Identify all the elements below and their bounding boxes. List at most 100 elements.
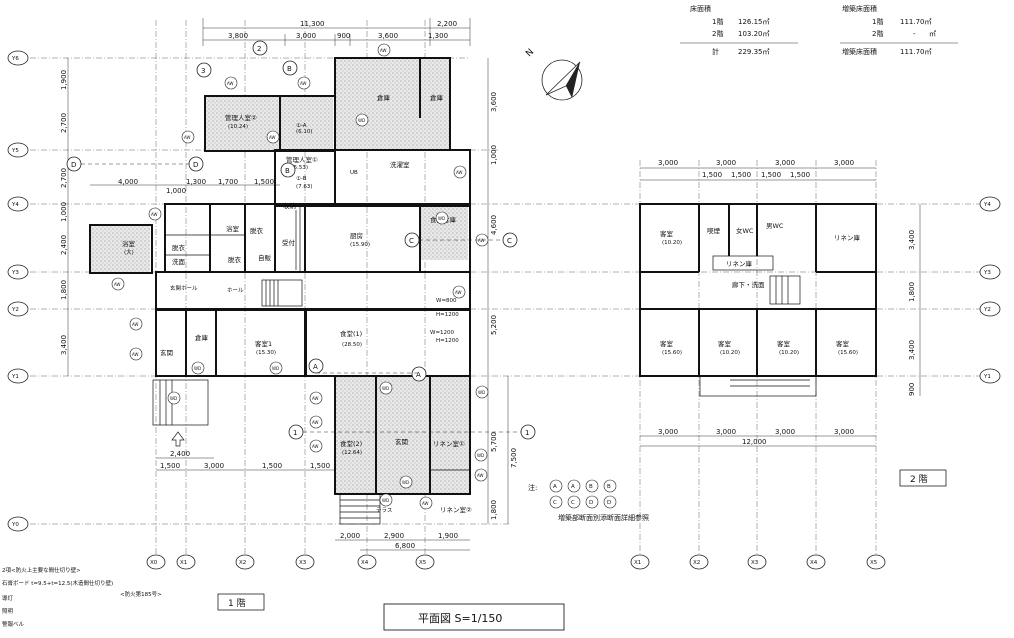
svg-text:3,000: 3,000 [716,159,736,167]
row-bubbles-left: Y6 Y5 Y4 Y3 Y2 Y1 Y0 [7,50,29,532]
floor1-inner-dimensions: 4,000 1,000 1,300 1,700 1,500 [90,178,280,195]
aw-marker: AW [419,496,433,510]
svg-text:浴室: 浴室 [226,224,240,233]
svg-text:AW: AW [184,135,191,140]
wd-marker: WD [435,211,449,225]
svg-text:脱衣: 脱衣 [228,255,242,264]
svg-text:男WC: 男WC [766,222,784,230]
svg-text:管理人室②: 管理人室② [225,113,257,122]
svg-text:4,000: 4,000 [118,178,138,186]
svg-text:<防火第185号>: <防火第185号> [120,590,162,598]
svg-text:WD: WD [477,453,484,458]
svg-text:食堂(2): 食堂(2) [340,439,362,448]
svg-text:(12.64): (12.64) [342,450,362,456]
drawing-title: 平面図 S=1/150 [383,603,565,631]
svg-text:1,500: 1,500 [160,462,180,470]
aw-marker: AW [297,76,311,90]
svg-text:3: 3 [201,67,205,75]
svg-text:X5: X5 [870,560,878,566]
svg-text:WD: WD [438,216,445,221]
floor-area-row-1-value: 126.15㎡ [738,18,770,26]
svg-text:玄関: 玄関 [160,348,173,357]
svg-text:客室: 客室 [836,339,850,348]
aw-marker: AW [377,43,391,57]
svg-text:X3: X3 [299,560,307,566]
ext-area-total-value: 111.70㎡ [900,48,932,56]
aw-marker: AW [309,415,323,429]
floor1-room-labels: 管理人室② (10.24) ①-A (6.10) 倉庫 倉庫 管理人室① (15… [122,93,472,514]
floor-area-row-2-value: 103.20㎡ [738,30,770,38]
legend: 2項<防火上主要な間仕切り壁> 石膏ボード t=9.5+t=12.5(木造間仕切… [2,566,162,628]
aw-marker: AW [452,285,466,299]
svg-text:D: D [71,161,76,169]
section-note: 注: A A B B C C D D 増築部断面別添断面詳細参照 [528,479,649,522]
aw-marker: AW [129,317,143,331]
svg-text:X1: X1 [180,560,187,566]
aw-marker: AW [111,277,125,291]
svg-text:AW: AW [114,282,121,287]
wd-marker: WD [269,361,283,375]
svg-text:(28.50): (28.50) [342,342,362,348]
svg-text:喫煙: 喫煙 [707,226,721,235]
svg-text:管理人室①: 管理人室① [286,155,318,164]
svg-text:AW: AW [478,238,485,243]
floor2-label: 2 階 [899,469,947,487]
svg-text:(15.53): (15.53) [288,165,308,171]
wd-marker: WD [191,361,205,375]
svg-text:Y2: Y2 [983,307,991,313]
svg-text:3,400: 3,400 [908,230,916,250]
svg-text:1,500: 1,500 [761,171,781,179]
svg-text:1,000: 1,000 [60,202,68,222]
svg-text:リネン室②: リネン室② [440,505,472,514]
svg-text:C: C [571,500,575,506]
svg-text:WD: WD [194,366,201,371]
wd-marker: WD [399,475,413,489]
svg-text:AW: AW [477,473,484,478]
aw-marker: AW [148,207,162,221]
svg-text:X4: X4 [810,560,818,566]
svg-text:AW: AW [312,420,319,425]
svg-text:W=800: W=800 [436,298,457,304]
svg-text:Y4: Y4 [11,202,19,208]
svg-text:玄関: 玄関 [395,437,408,446]
floor1-bottom-dimensions: 2,400 1,500 3,000 1,500 1,500 2,000 2,90… [156,450,470,551]
svg-text:D: D [607,500,611,506]
svg-text:AW: AW [456,170,463,175]
floor1-hatched-areas [90,58,470,494]
svg-text:1,300: 1,300 [186,178,206,186]
svg-text:注:: 注: [528,483,537,492]
svg-text:A: A [313,363,318,371]
svg-text:Y2: Y2 [11,307,19,313]
svg-text:(10.24): (10.24) [228,124,248,130]
svg-text:WD: WD [272,366,279,371]
section-marker-2: 2 [252,40,268,56]
svg-text:3,000: 3,000 [834,428,854,436]
section-marker-1: 1 [520,424,536,440]
floor2-room-labels: 客室 (10.20) 喫煙 女WC 男WC リネン庫 リネン庫 廊下・洗面 客室… [660,222,861,356]
svg-text:テラス: テラス [376,507,392,514]
svg-text:X0: X0 [150,560,158,566]
svg-text:2 階: 2 階 [910,474,928,485]
svg-text:AW: AW [132,352,139,357]
svg-text:WD: WD [358,118,365,123]
svg-text:AW: AW [300,81,307,86]
svg-text:①-B: ①-B [296,176,307,182]
svg-text:客室: 客室 [660,229,674,238]
svg-text:脱衣: 脱衣 [250,226,264,235]
svg-text:3,600: 3,600 [378,32,398,40]
svg-text:4,600: 4,600 [490,215,498,235]
svg-text:2,700: 2,700 [60,168,68,188]
svg-text:①-A: ①-A [296,123,307,129]
svg-text:Y3: Y3 [11,270,19,276]
wd-marker: WD [379,493,393,507]
floor1-markers: AW AW AW AW AW AW AW AW AW AW AW AW AW A… [66,40,536,510]
ext-area-row-2-label: 2階 [872,29,883,38]
svg-text:1,000: 1,000 [490,145,498,165]
svg-text:C: C [553,500,557,506]
ext-area-row-1-value: 111.70㎡ [900,18,932,26]
svg-text:脱衣: 脱衣 [172,243,186,252]
col-bubbles: X0 X1 X2 X3 X4 X5 X1 X2 X3 X4 X5 [146,554,886,570]
floor1-label: 1 階 [217,593,265,611]
svg-text:(6.10): (6.10) [296,129,313,135]
svg-text:WD: WD [382,498,389,503]
